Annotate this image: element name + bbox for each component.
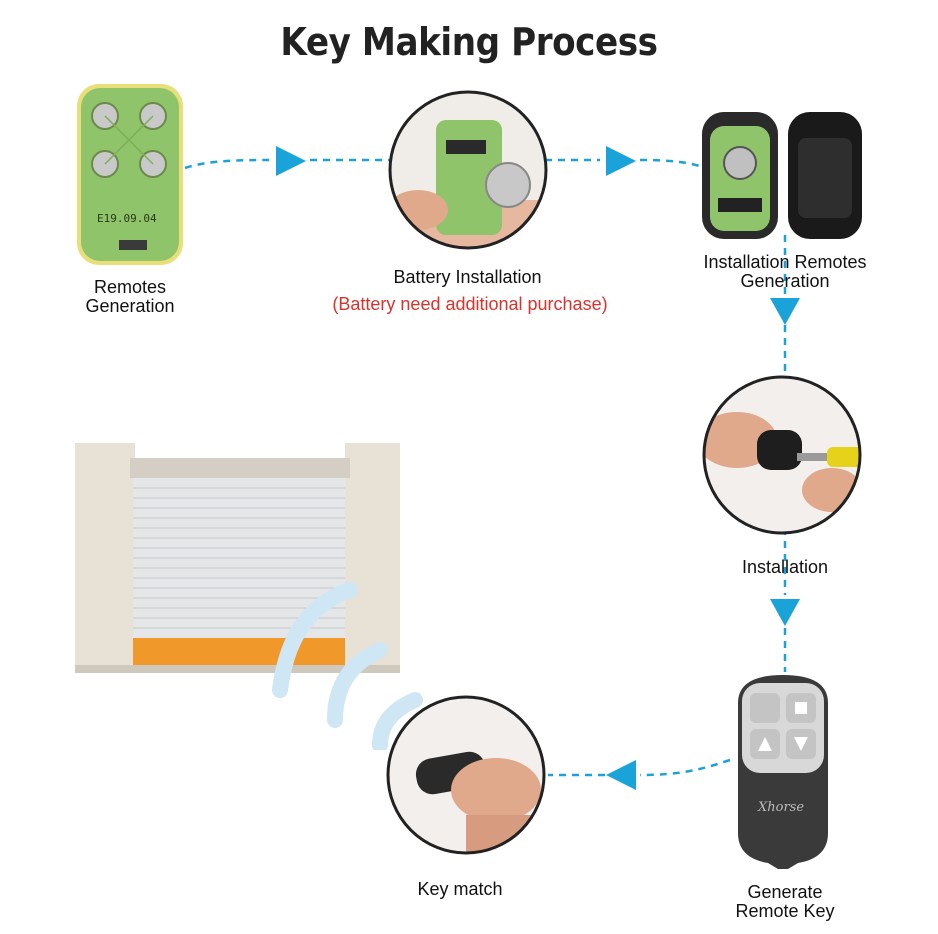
connector-1 (184, 158, 276, 170)
connector-4 (639, 158, 706, 170)
battery-installation-image (388, 90, 548, 250)
step-generate-remote-key-label: Generate Remote Key (735, 882, 835, 921)
step-remotes-generation-label: Remotes Generation (85, 277, 175, 316)
step-installation-label: Installation (741, 557, 829, 577)
remote-brand: Xhorse (757, 800, 804, 815)
step-battery-installation-label: Battery Installation (393, 267, 542, 287)
arrow-right-icon (276, 146, 306, 176)
pcb-marking: E19.09.04 (97, 212, 157, 225)
installation-image (702, 375, 862, 535)
page-title: Key Making Process (280, 20, 658, 64)
step-key-match-label: Key match (417, 879, 503, 899)
remote-key-image: Xhorse (738, 675, 828, 869)
step-installation-remotes-generation-label: Installation Remotes Generation (703, 252, 867, 291)
key-match-image (386, 695, 546, 855)
garage-door-image (75, 443, 400, 673)
connector-9 (639, 758, 731, 777)
battery-note: (Battery need additional purchase) (332, 294, 608, 314)
pcb-board-image: E19.09.04 (77, 84, 183, 265)
signal-waves-icon (272, 582, 423, 750)
arrow-left-icon (606, 760, 636, 790)
arrow-down-icon (770, 599, 800, 626)
arrow-down-icon (770, 298, 800, 325)
arrow-right-icon (606, 146, 636, 176)
remote-shells-image (702, 112, 862, 239)
